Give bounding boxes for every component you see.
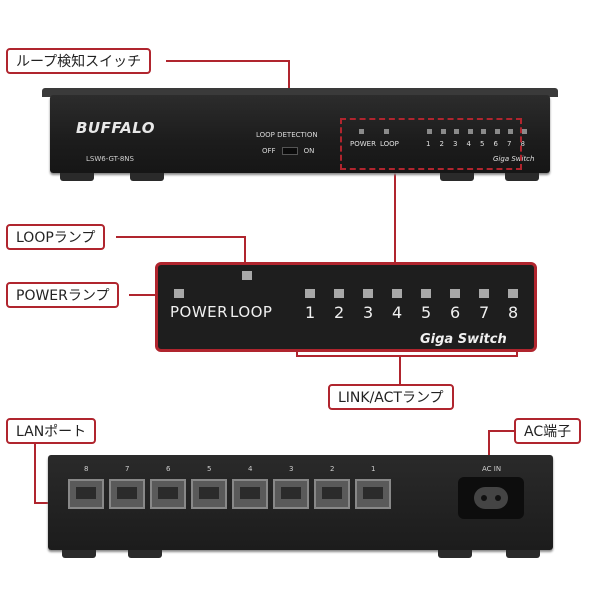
port-number: 1 (426, 140, 431, 148)
link-act-led (479, 289, 489, 298)
port-number: 6 (450, 303, 461, 322)
link-act-led (421, 289, 431, 298)
lan-port[interactable] (109, 479, 145, 509)
port-number: 5 (480, 140, 485, 148)
leader-lan-port-h (34, 443, 36, 503)
foot (438, 550, 472, 558)
ac-socket (458, 477, 524, 519)
link-act-led (334, 289, 344, 298)
lan-port[interactable] (273, 479, 309, 509)
foot (62, 550, 96, 558)
giga-switch-label: Giga Switch (420, 332, 507, 347)
leader-loop-lamp-h (116, 236, 246, 238)
switch-front-panel: BUFFALO LSW6-GT-8NS LOOP DETECTION OFF O… (50, 95, 550, 173)
link-act-led (440, 129, 446, 134)
foot (60, 173, 94, 181)
callout-ac-terminal: AC端子 (514, 418, 582, 444)
port-number: 2 (439, 140, 444, 148)
lan-port[interactable] (232, 479, 268, 509)
leader-loop-switch-h (166, 60, 290, 62)
lan-port[interactable] (355, 479, 391, 509)
led-highlight-box (340, 118, 522, 170)
port-number: 4 (248, 465, 253, 473)
brand-logo: BUFFALO (76, 119, 156, 137)
ac-socket-icon (474, 487, 508, 509)
link-act-led (508, 289, 518, 298)
port-number: 5 (421, 303, 432, 322)
callout-loop-lamp: LOOPランプ (6, 224, 106, 250)
link-act-led (521, 129, 527, 134)
port-number: 7 (125, 465, 130, 473)
leader-ac-h (488, 430, 515, 432)
link-act-led (427, 129, 432, 134)
loop-detection-switch: OFF ON (262, 147, 314, 155)
port-number: 2 (330, 465, 335, 473)
port-number: 4 (392, 303, 403, 322)
toggle-icon (281, 147, 298, 155)
link-act-led (363, 289, 373, 298)
link-act-led (467, 129, 473, 134)
foot (440, 173, 474, 181)
link-act-led (508, 129, 513, 134)
port-number: 4 (466, 140, 471, 148)
foot (130, 173, 164, 181)
ac-in-label: AC IN (482, 465, 502, 473)
off-label: OFF (262, 147, 276, 155)
link-act-led (481, 129, 486, 134)
loop-detection-label: LOOP DETECTION (256, 131, 318, 139)
lan-port[interactable] (150, 479, 186, 509)
lan-port[interactable] (68, 479, 104, 509)
power-led (359, 129, 364, 134)
model-label: LSW6-GT-8NS (86, 155, 134, 163)
port-number: 6 (493, 140, 498, 148)
port-number: 2 (334, 303, 345, 322)
port-number: 1 (305, 303, 316, 322)
loop-led (384, 129, 389, 134)
callout-power-lamp: POWERランプ (6, 282, 120, 308)
giga-switch-label: Giga Switch (493, 155, 535, 163)
leader-link-bracket-v (399, 355, 401, 385)
leader-loop-lamp-v (244, 236, 246, 282)
leader-link-bracket-h (296, 355, 518, 357)
lan-port[interactable] (191, 479, 227, 509)
callout-loop-switch: ループ検知スイッチ (6, 48, 152, 74)
link-act-led (450, 289, 460, 298)
ac-pin (495, 495, 501, 501)
link-act-led (305, 289, 315, 298)
port-number: 1 (371, 465, 376, 473)
port-number: 8 (520, 140, 525, 148)
link-act-led (454, 129, 459, 134)
on-label: ON (303, 147, 315, 155)
power-led (174, 289, 184, 298)
loop-led (242, 271, 252, 280)
port-number: 7 (479, 303, 490, 322)
port-number: 3 (289, 465, 294, 473)
leader-zoom-connector (394, 170, 396, 262)
loop-label: LOOP (230, 303, 273, 321)
port-number: 8 (84, 465, 89, 473)
loop-label: LOOP (380, 140, 399, 148)
foot (128, 550, 162, 558)
foot (506, 550, 540, 558)
switch-back-panel: 8 7 6 5 4 3 2 1 AC IN (48, 455, 553, 550)
ac-pin (481, 495, 487, 501)
power-label: POWER (350, 140, 376, 148)
port-number: 6 (166, 465, 171, 473)
callout-lan-port: LANポート (6, 418, 97, 444)
port-number: 7 (507, 140, 512, 148)
port-number: 8 (508, 303, 519, 322)
power-label: POWER (170, 303, 229, 321)
port-number: 5 (207, 465, 212, 473)
foot (505, 173, 539, 181)
port-number: 3 (453, 140, 458, 148)
lan-port[interactable] (314, 479, 350, 509)
link-act-led (392, 289, 402, 298)
callout-link-act-lamp: LINK/ACTランプ (328, 384, 454, 410)
leader-power-lamp-h (129, 294, 177, 296)
link-act-led (494, 129, 500, 134)
port-number: 3 (363, 303, 374, 322)
switch-front-top (42, 88, 558, 97)
